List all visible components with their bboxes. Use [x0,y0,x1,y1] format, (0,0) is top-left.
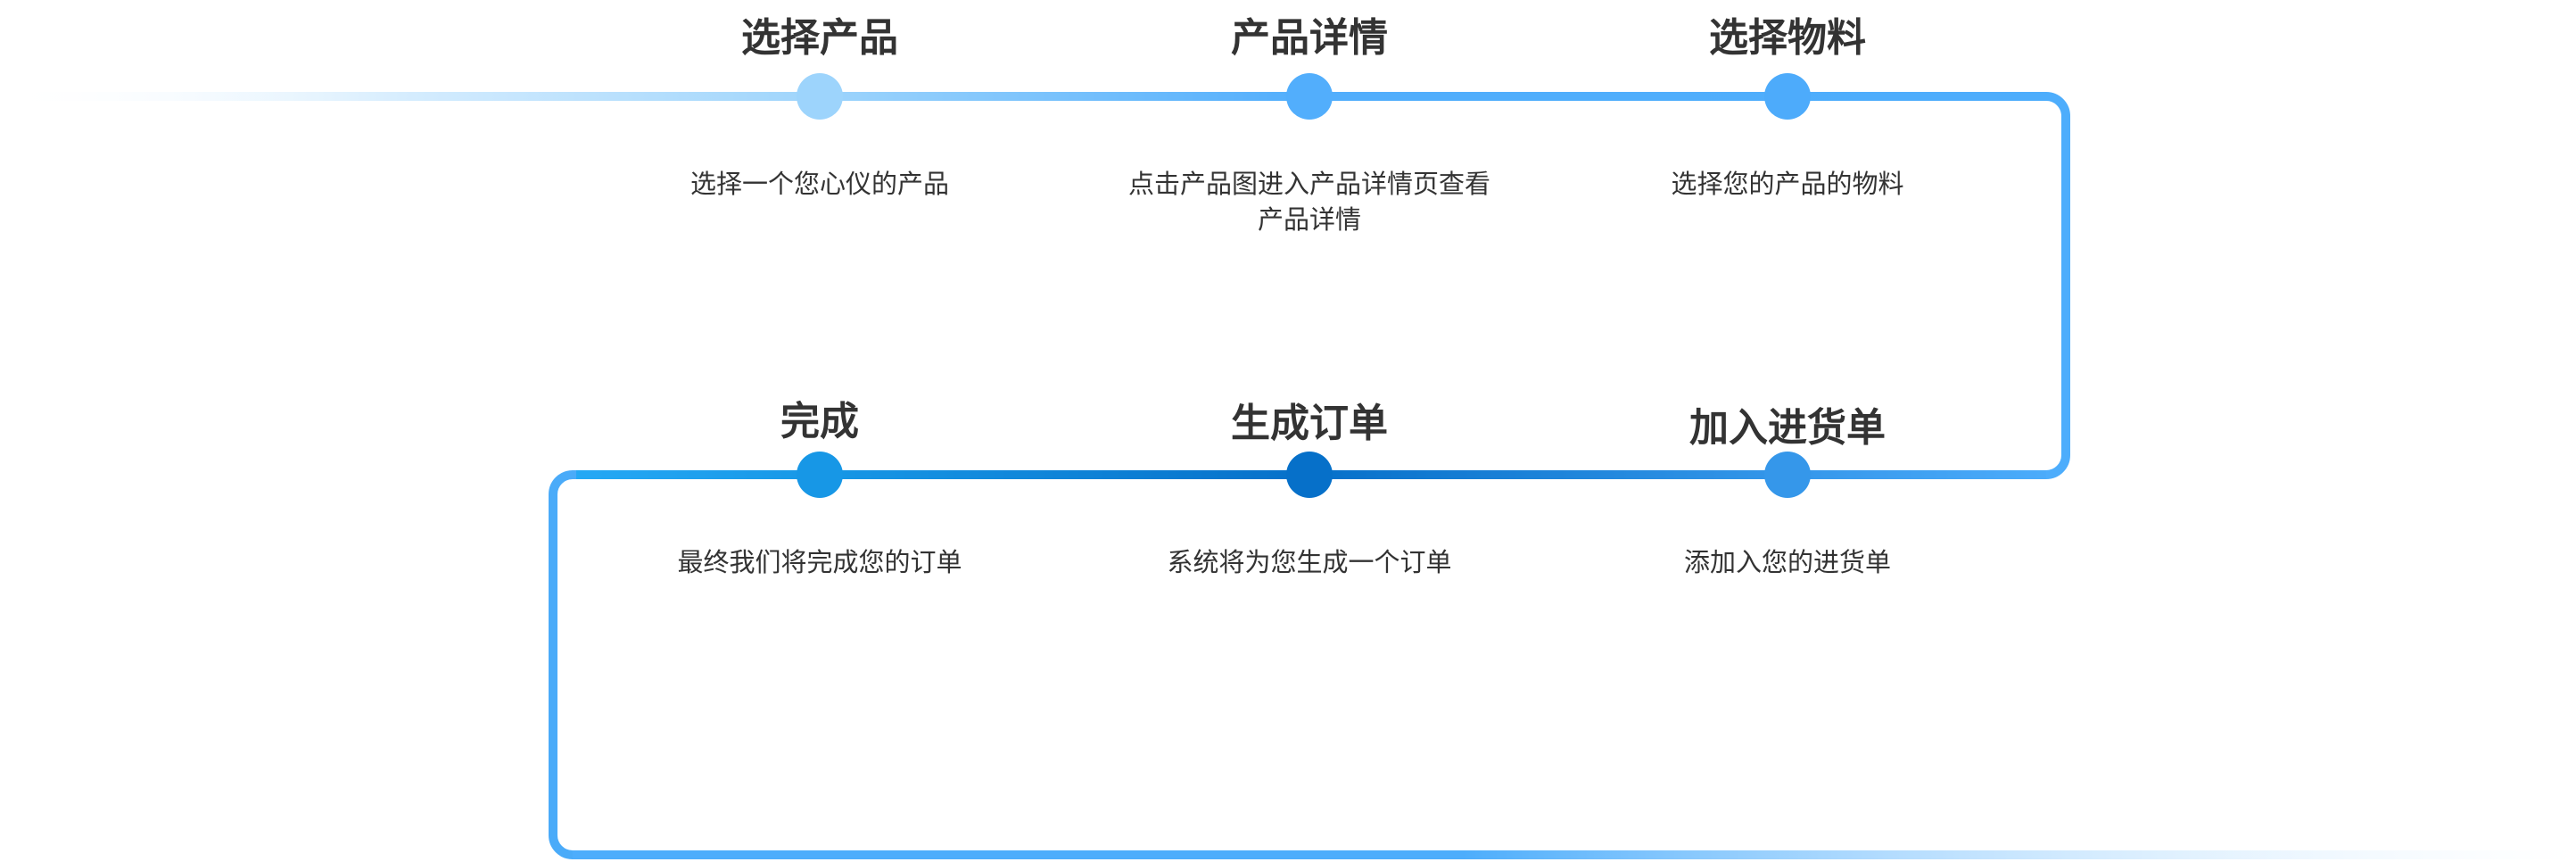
step-description: 点击产品图进入产品详情页查看产品详情 [1127,169,1490,235]
step-title: 选择物料 [1709,15,1866,61]
step-title: 加入进货单 [1689,405,1886,451]
left-connector-line [549,470,576,859]
step-title: 生成订单 [1231,401,1388,446]
step-node-dot [1764,73,1811,120]
step-description: 最终我们将完成您的订单 [677,547,962,577]
step-description: 选择一个您心仪的产品 [689,169,949,199]
step-description: 系统将为您生成一个订单 [1167,547,1452,577]
step-node-dot [1286,452,1333,498]
right-connector-line [2043,92,2070,479]
step-title: 完成 [780,399,859,444]
step-title: 选择产品 [741,15,898,61]
step-node-dot [1286,73,1333,120]
step-description: 添加入您的进货单 [1683,547,1891,577]
step-node-dot [797,452,843,498]
step-node-dot [1764,452,1811,498]
step-title: 产品详情 [1231,15,1388,61]
step-node-dot [797,73,843,120]
step-description: 选择您的产品的物料 [1671,169,1904,199]
